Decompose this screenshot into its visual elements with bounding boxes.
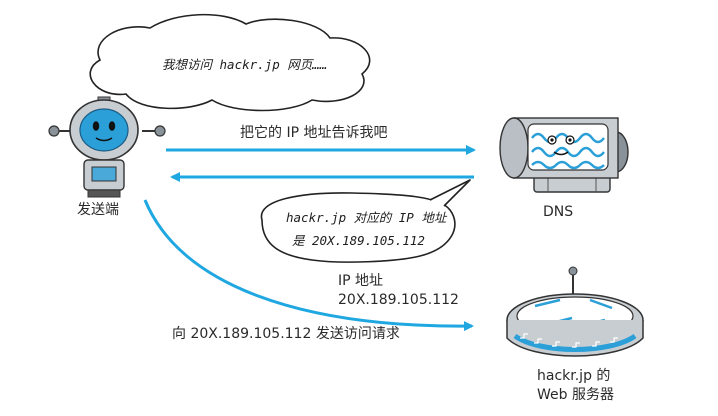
speech-line-2: 是 20X.189.105.112 (292, 233, 425, 248)
access-arrow-label: 向 20X.189.105.112 发送访问请求 (172, 326, 400, 342)
speech-bubble (260, 179, 471, 263)
dns-label: DNS (543, 204, 574, 220)
request-arrow-label: 把它的 IP 地址告诉我吧 (240, 125, 388, 141)
ip-label-line-1: IP 地址 (338, 273, 384, 289)
robot-icon (48, 96, 166, 198)
speech-line-1: hackr.jp 对应的 IP 地址 (286, 210, 447, 225)
server-label-line-1: hackr.jp 的 (537, 368, 611, 384)
access-arrow (143, 199, 474, 332)
sender-label: 发送端 (77, 202, 119, 218)
dns-cylinder-icon (499, 117, 629, 193)
web-server-icon (506, 266, 644, 357)
server-label-line-2: Web 服务器 (537, 387, 614, 403)
arrows (143, 145, 476, 332)
thought-text: 我想访问 hackr.jp 网页…… (162, 57, 328, 72)
ip-label-line-2: 20X.189.105.112 (338, 292, 459, 308)
